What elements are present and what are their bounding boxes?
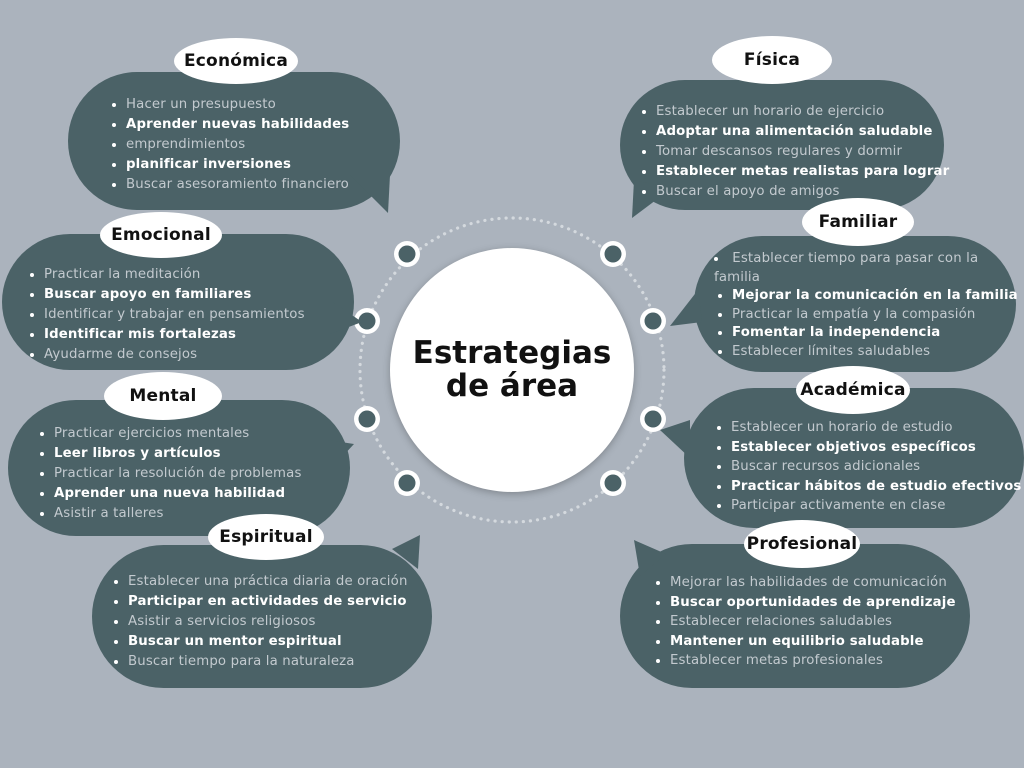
- bubble-tail: [328, 440, 354, 472]
- ring-node-center: [358, 312, 376, 330]
- list-item: Identificar y trabajar en pensamientos: [44, 305, 305, 325]
- list-item: Establecer metas realistas para lograr: [656, 162, 949, 182]
- list-item: Identificar mis fortalezas: [44, 325, 305, 345]
- bubble-familiar: [694, 236, 1016, 372]
- list-mental: Practicar ejercicios mentales Leer libro…: [36, 424, 302, 524]
- label-mental: Mental: [104, 372, 222, 420]
- label-fisica: Física: [712, 36, 832, 84]
- label-profesional: Profesional: [744, 520, 860, 568]
- ring-node-center: [604, 245, 622, 263]
- list-item: Practicar la meditación: [44, 265, 305, 285]
- ring-node-center: [398, 474, 416, 492]
- bubble-tail: [350, 175, 390, 213]
- list-item: Establecer tiempo para pasar con la fami…: [714, 250, 994, 287]
- list-espiritual: Establecer una práctica diaria de oració…: [110, 572, 408, 672]
- bubble-tail: [660, 420, 690, 458]
- ring-node-center: [604, 474, 622, 492]
- list-item: Buscar un mentor espiritual: [128, 632, 408, 652]
- list-item: Asistir a talleres: [54, 504, 302, 524]
- list-item: Adoptar una alimentación saludable: [656, 122, 949, 142]
- dotted-ring: [358, 216, 666, 524]
- bubble-tail: [634, 540, 666, 576]
- list-item: Establecer metas profesionales: [670, 651, 956, 671]
- list-item: Establecer límites saludables: [732, 343, 994, 362]
- list-familiar: Establecer tiempo para pasar con la fami…: [714, 250, 1018, 362]
- list-item: Participar en actividades de servicio: [128, 592, 408, 612]
- list-item: Fomentar la independencia: [732, 324, 994, 343]
- list-item: Mejorar la comunicación en la familia: [732, 287, 1018, 306]
- list-item: Establecer objetivos específicos: [731, 438, 1021, 458]
- list-item: Participar activamente en clase: [731, 496, 1021, 516]
- list-item: Practicar hábitos de estudio efectivos: [731, 477, 1021, 497]
- list-item: Mantener un equilibrio saludable: [670, 632, 956, 652]
- list-item: Tomar descansos regulares y dormir: [656, 142, 949, 162]
- list-item: Establecer relaciones saludables: [670, 612, 956, 632]
- bubble-mental: [8, 400, 350, 536]
- list-item: Asistir a servicios religiosos: [128, 612, 408, 632]
- label-economica: Económica: [174, 38, 298, 84]
- list-fisica: Establecer un horario de ejercicio Adopt…: [638, 102, 949, 202]
- bubble-profesional: [620, 544, 970, 688]
- list-item: planificar inversiones: [126, 155, 349, 175]
- ring-node-center: [398, 245, 416, 263]
- list-item: Establecer un horario de ejercicio: [656, 102, 949, 122]
- bubble-tail: [330, 300, 362, 334]
- list-item: Establecer una práctica diaria de oració…: [128, 572, 408, 592]
- label-emocional: Emocional: [100, 212, 222, 258]
- label-espiritual: Espiritual: [208, 514, 324, 560]
- list-profesional: Mejorar las habilidades de comunicación …: [652, 573, 956, 671]
- label-familiar: Familiar: [802, 198, 914, 246]
- list-item: Aprender una nueva habilidad: [54, 484, 302, 504]
- label-academica: Académica: [796, 366, 910, 414]
- list-item: Mejorar las habilidades de comunicación: [670, 573, 956, 593]
- list-item: Aprender nuevas habilidades: [126, 115, 349, 135]
- list-item: Practicar ejercicios mentales: [54, 424, 302, 444]
- list-item: Buscar oportunidades de aprendizaje: [670, 593, 956, 613]
- list-item: Buscar apoyo en familiares: [44, 285, 305, 305]
- bubble-tail: [392, 535, 420, 569]
- bubble-tail: [670, 290, 702, 326]
- ring-node-center: [644, 312, 662, 330]
- list-academica: Establecer un horario de estudio Estable…: [713, 418, 1021, 516]
- list-item: Practicar la resolución de problemas: [54, 464, 302, 484]
- list-item: Hacer un presupuesto: [126, 95, 349, 115]
- center-title: Estrategias de área: [412, 335, 612, 404]
- list-item: Buscar asesoramiento financiero: [126, 175, 349, 195]
- bubble-economica: [68, 72, 400, 210]
- ring-node-center: [644, 410, 662, 428]
- bubble-tail: [632, 180, 672, 218]
- list-emocional: Practicar la meditación Buscar apoyo en …: [26, 265, 305, 365]
- ring-nodes: [354, 241, 666, 496]
- list-item: Buscar tiempo para la naturaleza: [128, 652, 408, 672]
- list-item: Buscar el apoyo de amigos: [656, 182, 949, 202]
- list-item: Leer libros y artículos: [54, 444, 302, 464]
- ring-node-center: [358, 410, 376, 428]
- center-circle: Estrategias de área: [390, 248, 634, 492]
- list-item: Establecer un horario de estudio: [731, 418, 1021, 438]
- list-item: Buscar recursos adicionales: [731, 457, 1021, 477]
- list-economica: Hacer un presupuesto Aprender nuevas hab…: [108, 95, 349, 195]
- list-item: Ayudarme de consejos: [44, 345, 305, 365]
- bubble-espiritual: [92, 545, 432, 688]
- bubble-fisica: [620, 80, 944, 210]
- list-item: emprendimientos: [126, 135, 349, 155]
- list-item: Practicar la empatía y la compasión: [732, 306, 994, 325]
